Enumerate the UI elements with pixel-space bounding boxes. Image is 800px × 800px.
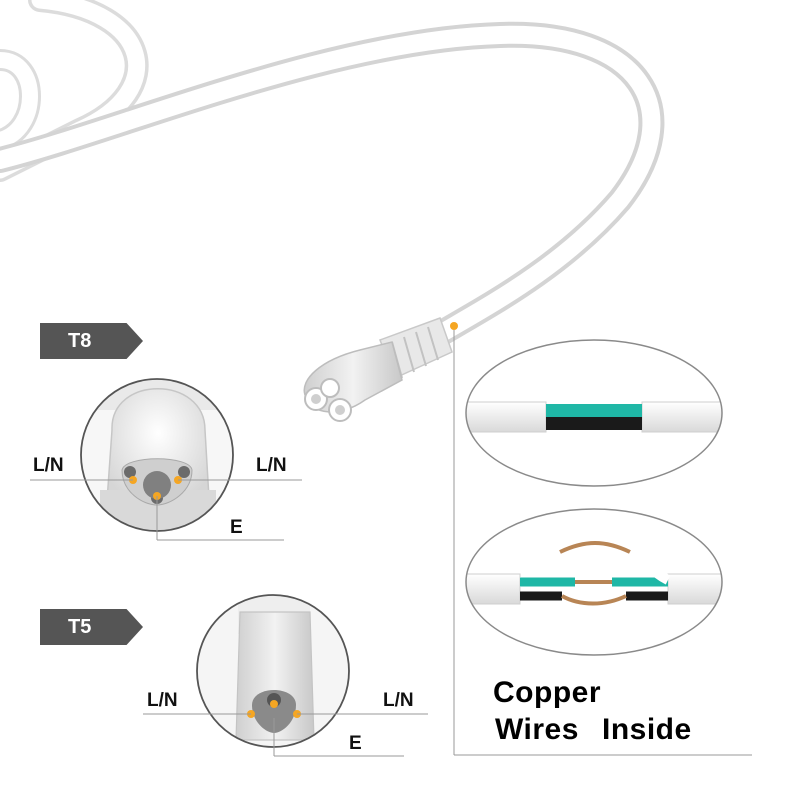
- pin-marker: [270, 700, 278, 708]
- wire-detail-insulated: [465, 339, 723, 487]
- connector-plug: [303, 317, 458, 422]
- t5-right-label: L/N: [383, 690, 414, 711]
- caption-inside: Inside: [602, 713, 692, 746]
- t8-tag: T8: [40, 323, 143, 359]
- t8-right-label: L/N: [256, 455, 287, 476]
- caption-copper: Copper: [493, 676, 601, 709]
- t5-bottom-label: E: [349, 733, 362, 754]
- callout-line: [453, 330, 752, 756]
- t8-bottom-label: E: [230, 517, 243, 538]
- t8-left-label: L/N: [33, 455, 64, 476]
- caption-wires: Wires: [495, 713, 579, 746]
- t5-end-cap-detail: [143, 594, 428, 757]
- power-cable: [0, 0, 665, 353]
- wire-detail-copper: [465, 508, 723, 656]
- t5-tag: T5: [40, 609, 143, 645]
- t5-left-label: L/N: [147, 690, 178, 711]
- pin-marker: [450, 322, 458, 330]
